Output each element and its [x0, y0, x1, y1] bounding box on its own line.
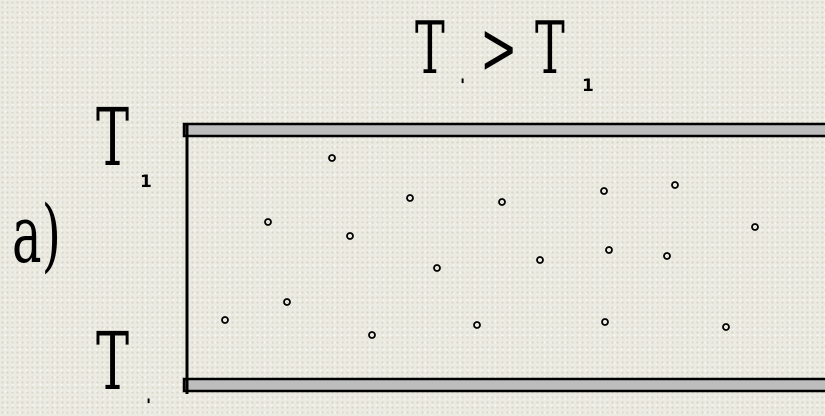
gas-particle	[369, 332, 375, 338]
gas-particle	[347, 233, 353, 239]
gas-particle	[329, 155, 335, 161]
gas-particle	[222, 317, 228, 323]
gas-particle	[284, 299, 290, 305]
gas-particle	[537, 257, 543, 263]
gas-particle	[723, 324, 729, 330]
gas-particle	[434, 265, 440, 271]
gas-particle	[664, 253, 670, 259]
gas-particle	[672, 182, 678, 188]
gas-particle	[602, 319, 608, 325]
gas-particle	[474, 322, 480, 328]
gas-particle	[407, 195, 413, 201]
gas-particle	[265, 219, 271, 225]
bottom-plate	[184, 379, 825, 391]
top-plate	[184, 124, 825, 136]
gas-particle	[752, 224, 758, 230]
gas-particle	[499, 199, 505, 205]
gas-particle	[606, 247, 612, 253]
gas-particles	[222, 155, 758, 338]
gas-particle	[601, 188, 607, 194]
